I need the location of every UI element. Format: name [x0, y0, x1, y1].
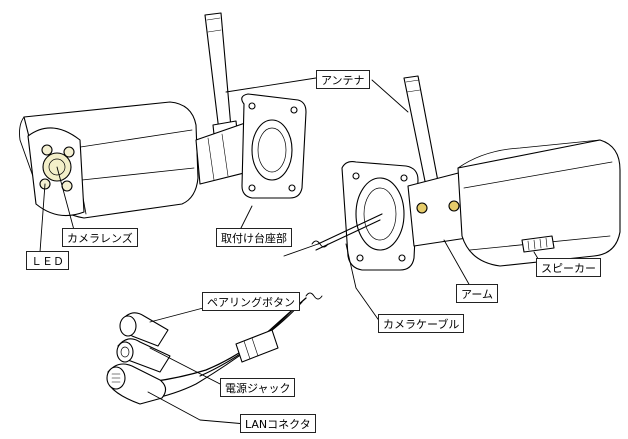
label-mount-base: 取付け台座部: [216, 228, 292, 247]
label-antenna: アンテナ: [316, 70, 370, 89]
left-camera: [19, 12, 307, 219]
label-arm: アーム: [456, 284, 499, 303]
led-1: [41, 144, 53, 156]
right-camera: [341, 75, 621, 271]
connectors: [106, 312, 171, 405]
label-camera-lens: カメラレンズ: [62, 228, 138, 247]
camera-cable: [147, 213, 383, 401]
label-speaker: スピーカー: [536, 258, 601, 277]
label-camera-cable: カメラケーブル: [378, 314, 465, 333]
right-camera-body: [457, 139, 621, 267]
label-power-jack: 電源ジャック: [220, 378, 296, 397]
led-2: [63, 146, 75, 158]
right-mount-plate: [341, 161, 419, 271]
label-pairing-button: ペアリングボタン: [202, 292, 300, 311]
label-lan-connector: LANコネクタ: [240, 414, 316, 433]
label-led: ＬＥＤ: [26, 251, 69, 270]
left-mount-base: [241, 93, 307, 199]
